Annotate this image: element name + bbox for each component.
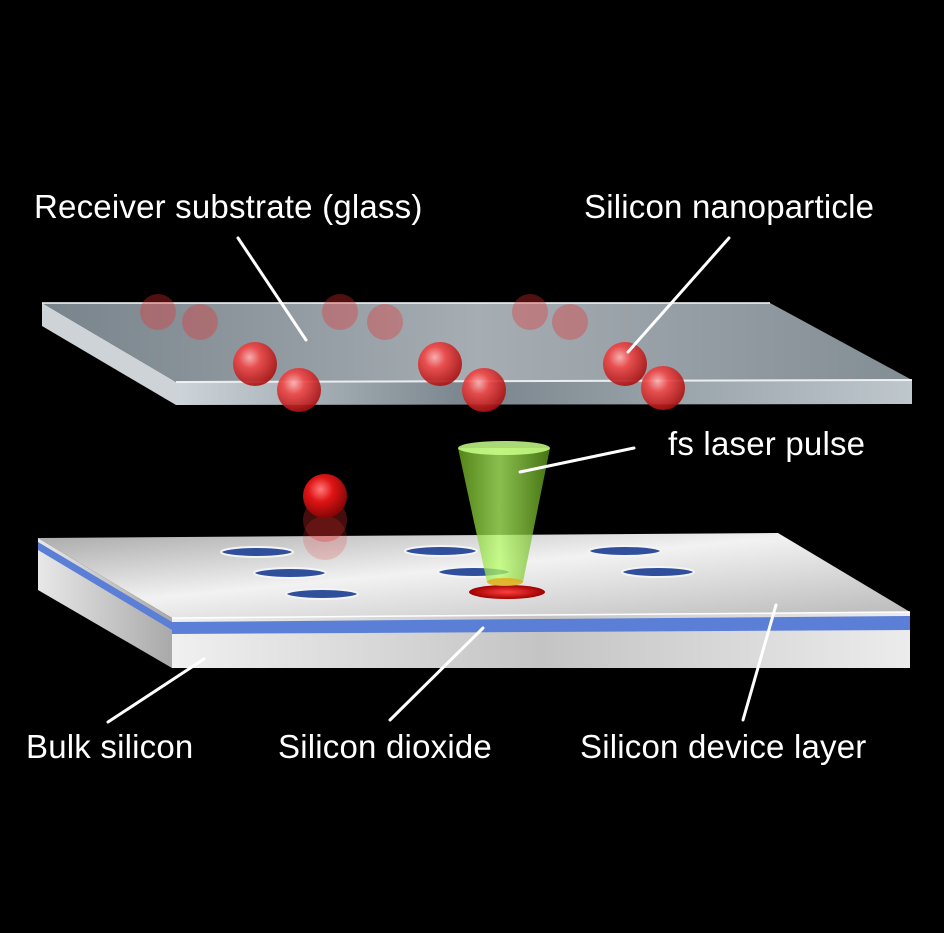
bulk-silicon-label: Bulk silicon <box>26 728 194 765</box>
wafer-left-face <box>38 538 172 668</box>
hole <box>220 546 294 558</box>
leader-nanoparticle <box>626 236 731 354</box>
receiver-substrate-glass <box>42 294 913 412</box>
silicon-device-layer-label: Silicon device layer <box>580 728 867 765</box>
nanoparticle <box>603 342 647 386</box>
glass-left-edge <box>42 303 176 405</box>
leader-lines <box>106 236 778 724</box>
nanoparticle <box>303 474 347 518</box>
soi-wafer <box>38 533 911 668</box>
nanoparticle <box>233 342 277 386</box>
nanoparticle <box>462 368 506 412</box>
hole <box>285 588 359 600</box>
nanoparticle <box>277 368 321 412</box>
nanoparticle <box>418 342 462 386</box>
silicon-dioxide-label: Silicon dioxide <box>278 728 492 765</box>
receiver-substrate-label: Receiver substrate (glass) <box>34 188 423 225</box>
hole <box>253 567 327 579</box>
leader-device <box>741 603 778 722</box>
ejected-nanoparticle <box>303 474 347 560</box>
leader-laser <box>518 446 636 474</box>
silicon-nanoparticle-label: Silicon nanoparticle <box>584 188 875 225</box>
wafer-front-oxide <box>172 616 910 634</box>
ablation-holes <box>220 545 695 600</box>
melt-spot <box>469 585 545 599</box>
hole <box>621 566 695 578</box>
wafer-left-oxide <box>38 542 172 630</box>
leader-receiver <box>236 236 308 342</box>
nanoparticle <box>641 366 685 410</box>
fs-laser-pulse-cone <box>458 441 550 586</box>
leader-dioxide <box>388 626 485 722</box>
hole <box>404 545 478 557</box>
hole <box>588 545 662 557</box>
fs-laser-pulse-label: fs laser pulse <box>668 425 866 462</box>
leader-bulk <box>106 657 206 724</box>
deposited-nanoparticles <box>233 342 685 412</box>
glass-front-face <box>176 380 912 405</box>
reflected-particles <box>140 294 588 340</box>
